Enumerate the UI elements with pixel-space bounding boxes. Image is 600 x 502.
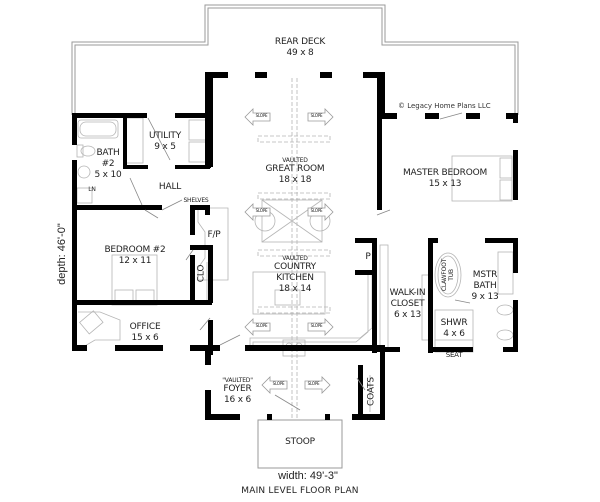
stoop-outline [257,419,343,469]
copyright-text: © Legacy Home Plans LLC [398,102,491,110]
office-label: OFFICE 15 x 6 [110,322,180,344]
walk-in-closet-name-2: CLOSET [390,299,425,309]
depth-dimension: depth: 46'-0" [56,223,68,285]
office-name: OFFICE [129,322,161,332]
kitchen-note: VAULTED [282,255,308,262]
fireplace-label: F/P [207,230,221,240]
great-room-note: VAULTED [282,157,308,164]
clawfoot-tub-name-1: CLAWFOOT [441,258,448,292]
bedroom2-size: 12 x 11 [118,256,152,266]
shower-label: SHWR 4 x 6 [435,318,473,340]
shower-size: 4 x 6 [443,329,465,339]
bath2-num: #2 [101,159,115,169]
master-bath-name-1: MSTR [472,270,498,280]
width-dimension: width: 49'-3" [278,470,338,482]
slope-label: SLOPE [272,381,285,386]
master-bath-size: 9 x 13 [471,292,499,302]
rear-deck-label: REAR DECK 49 x 8 [255,37,345,59]
slope-arrows [244,108,334,394]
walk-in-closet-size: 6 x 13 [393,310,422,320]
utility-size: 9 x 5 [154,142,176,152]
shelves-label: SHELVES [183,197,209,204]
clawfoot-tub-label: CLAWFOOT TUB [441,255,455,295]
kitchen-name-1: COUNTRY [274,262,316,272]
foyer-note: "VAULTED" [222,377,253,384]
slope-label: SLOPE [310,208,323,213]
bedroom2-label: BEDROOM #2 12 x 11 [95,245,175,267]
great-room-name: GREAT ROOM [265,164,325,174]
linen-label: LN [88,186,96,193]
pantry-label: P [365,252,371,262]
bath2-size: 5 x 10 [94,170,122,180]
utility-label: UTILITY 9 x 5 [140,131,190,153]
great-room-label: VAULTED GREAT ROOM 18 x 18 [245,157,345,186]
kitchen-label: VAULTED COUNTRY KITCHEN 18 x 14 [245,255,345,295]
plan-title: MAIN LEVEL FLOOR PLAN [241,486,359,496]
bath2-name: BATH [96,148,120,158]
walk-in-closet-name-1: WALK-IN [389,288,426,298]
rear-deck-outline [71,4,519,115]
master-bath-name-2: BATH [473,281,497,291]
coats-closet-label: COATS [366,377,377,406]
utility-name: UTILITY [148,131,181,141]
office-size: 15 x 6 [131,333,159,343]
slope-label: SLOPE [310,113,323,118]
slope-label: SLOPE [255,323,268,328]
foyer-label: "VAULTED" FOYER 16 x 6 [215,377,260,406]
walls [72,72,518,420]
slope-label: SLOPE [255,113,268,118]
slope-label: SLOPE [307,381,320,386]
bath2-label: BATH #2 5 x 10 [88,148,128,181]
bedroom2-name: BEDROOM #2 [104,245,166,255]
shower-name: SHWR [440,318,468,328]
master-bath-label: MSTR BATH 9 x 13 [465,270,505,303]
foyer-size: 16 x 6 [223,395,252,405]
bedroom2-closet-label: CLO [196,264,207,283]
rear-deck-name: REAR DECK [274,37,326,47]
seat-label: SEAT [445,351,463,359]
kitchen-size: 18 x 14 [278,284,312,294]
rear-deck-size: 49 x 8 [286,48,314,58]
great-room-size: 18 x 18 [278,175,312,185]
foyer-name: FOYER [223,384,252,394]
stoop-label: STOOP [285,437,315,447]
hall-label: HALL [158,182,182,192]
master-bedroom-name: MASTER BEDROOM [402,168,488,178]
walk-in-closet-label: WALK-IN CLOSET 6 x 13 [385,288,430,321]
master-bedroom-size: 15 x 13 [428,179,462,189]
slope-label: SLOPE [255,208,268,213]
kitchen-name-2: KITCHEN [276,273,314,283]
clawfoot-tub-name-2: TUB [448,269,455,281]
doors [129,112,471,411]
master-bedroom-label: MASTER BEDROOM 15 x 13 [395,168,495,190]
slope-label: SLOPE [310,323,323,328]
